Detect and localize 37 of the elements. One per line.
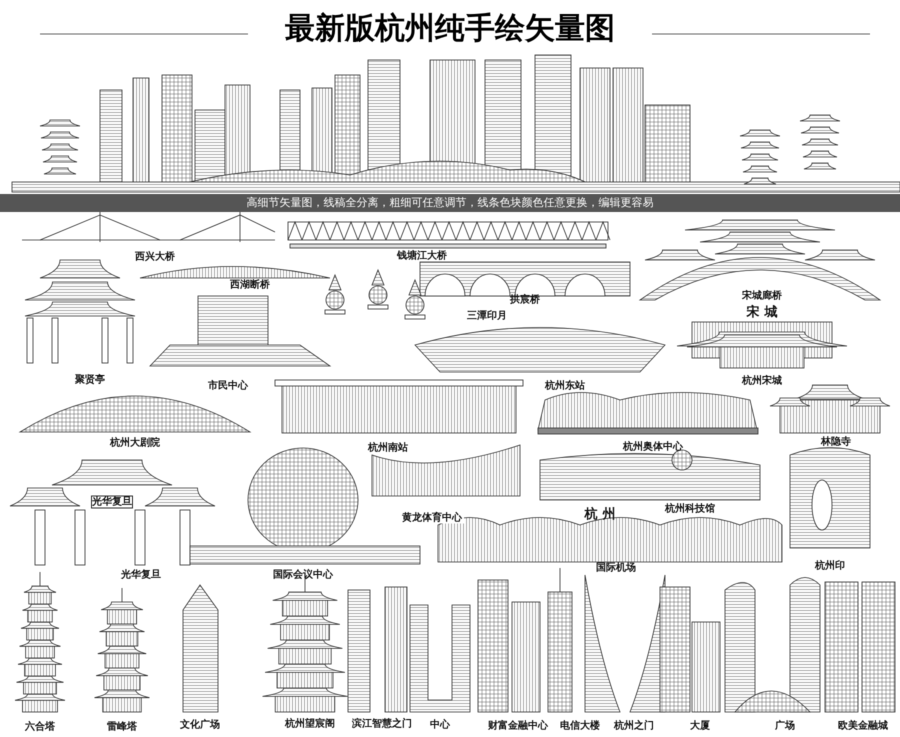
- sign-text: 光华复旦: [91, 496, 133, 508]
- landmark-label: 大厦: [690, 720, 710, 732]
- landmark-label: 中心: [430, 720, 450, 730]
- landmark-label: 市民中心: [208, 380, 248, 392]
- landmark-label: 杭州南站: [368, 442, 408, 454]
- landmark-label: 杭州大剧院: [110, 438, 160, 448]
- landmark-label: 电信大楼: [560, 720, 600, 732]
- landmark-label: 杭州印: [815, 560, 845, 572]
- landmark-label: 六合塔: [25, 722, 55, 732]
- landmark-label: 光华复旦: [121, 570, 161, 580]
- landmark-label: 杭州东站: [545, 380, 585, 392]
- landmark-label: 黄龙体育中心: [400, 512, 464, 524]
- landmark-label: 林隐寺: [821, 436, 851, 448]
- landmark-label: 三潭印月: [467, 310, 507, 322]
- sign-text: 杭 州: [584, 508, 616, 522]
- landmark-label: 雷峰塔: [107, 722, 137, 732]
- landmark-label: 财富金融中心: [488, 720, 548, 732]
- landmark-label: 西兴大桥: [135, 252, 175, 262]
- landmark-label: 欧美金融城: [838, 720, 888, 732]
- landmark-label: 宋城廊桥: [742, 290, 782, 302]
- landmark-label: 杭州望宸阁: [285, 718, 335, 730]
- subtitle: 高细节矢量图，线稿全分离，粗细可任意调节，线条色块颜色任意更换，编辑更容易: [246, 196, 654, 210]
- landmark-label: 杭州之门: [614, 720, 654, 732]
- landmark-label: 钱塘江大桥: [397, 250, 447, 262]
- landmark-label: 文化广场: [180, 720, 220, 730]
- landmark-label: 杭州科技馆: [665, 504, 715, 514]
- title: 最新版杭州纯手绘矢量图: [285, 10, 615, 48]
- landmark-label: 拱宸桥: [510, 294, 540, 306]
- landmark-label: 聚贤亭: [75, 374, 105, 386]
- landmark-label: 滨江智慧之门: [352, 718, 412, 730]
- landmark-label: 西湖断桥: [230, 280, 270, 290]
- sign-text: 宋 城: [744, 306, 780, 320]
- landmark-label: 广场: [775, 720, 795, 732]
- landmark-label: 国际会议中心: [273, 570, 333, 580]
- landmark-label: 国际机场: [596, 562, 636, 574]
- landmark-label: 杭州奥体中心: [623, 442, 683, 452]
- landmark-label: 杭州宋城: [742, 376, 782, 386]
